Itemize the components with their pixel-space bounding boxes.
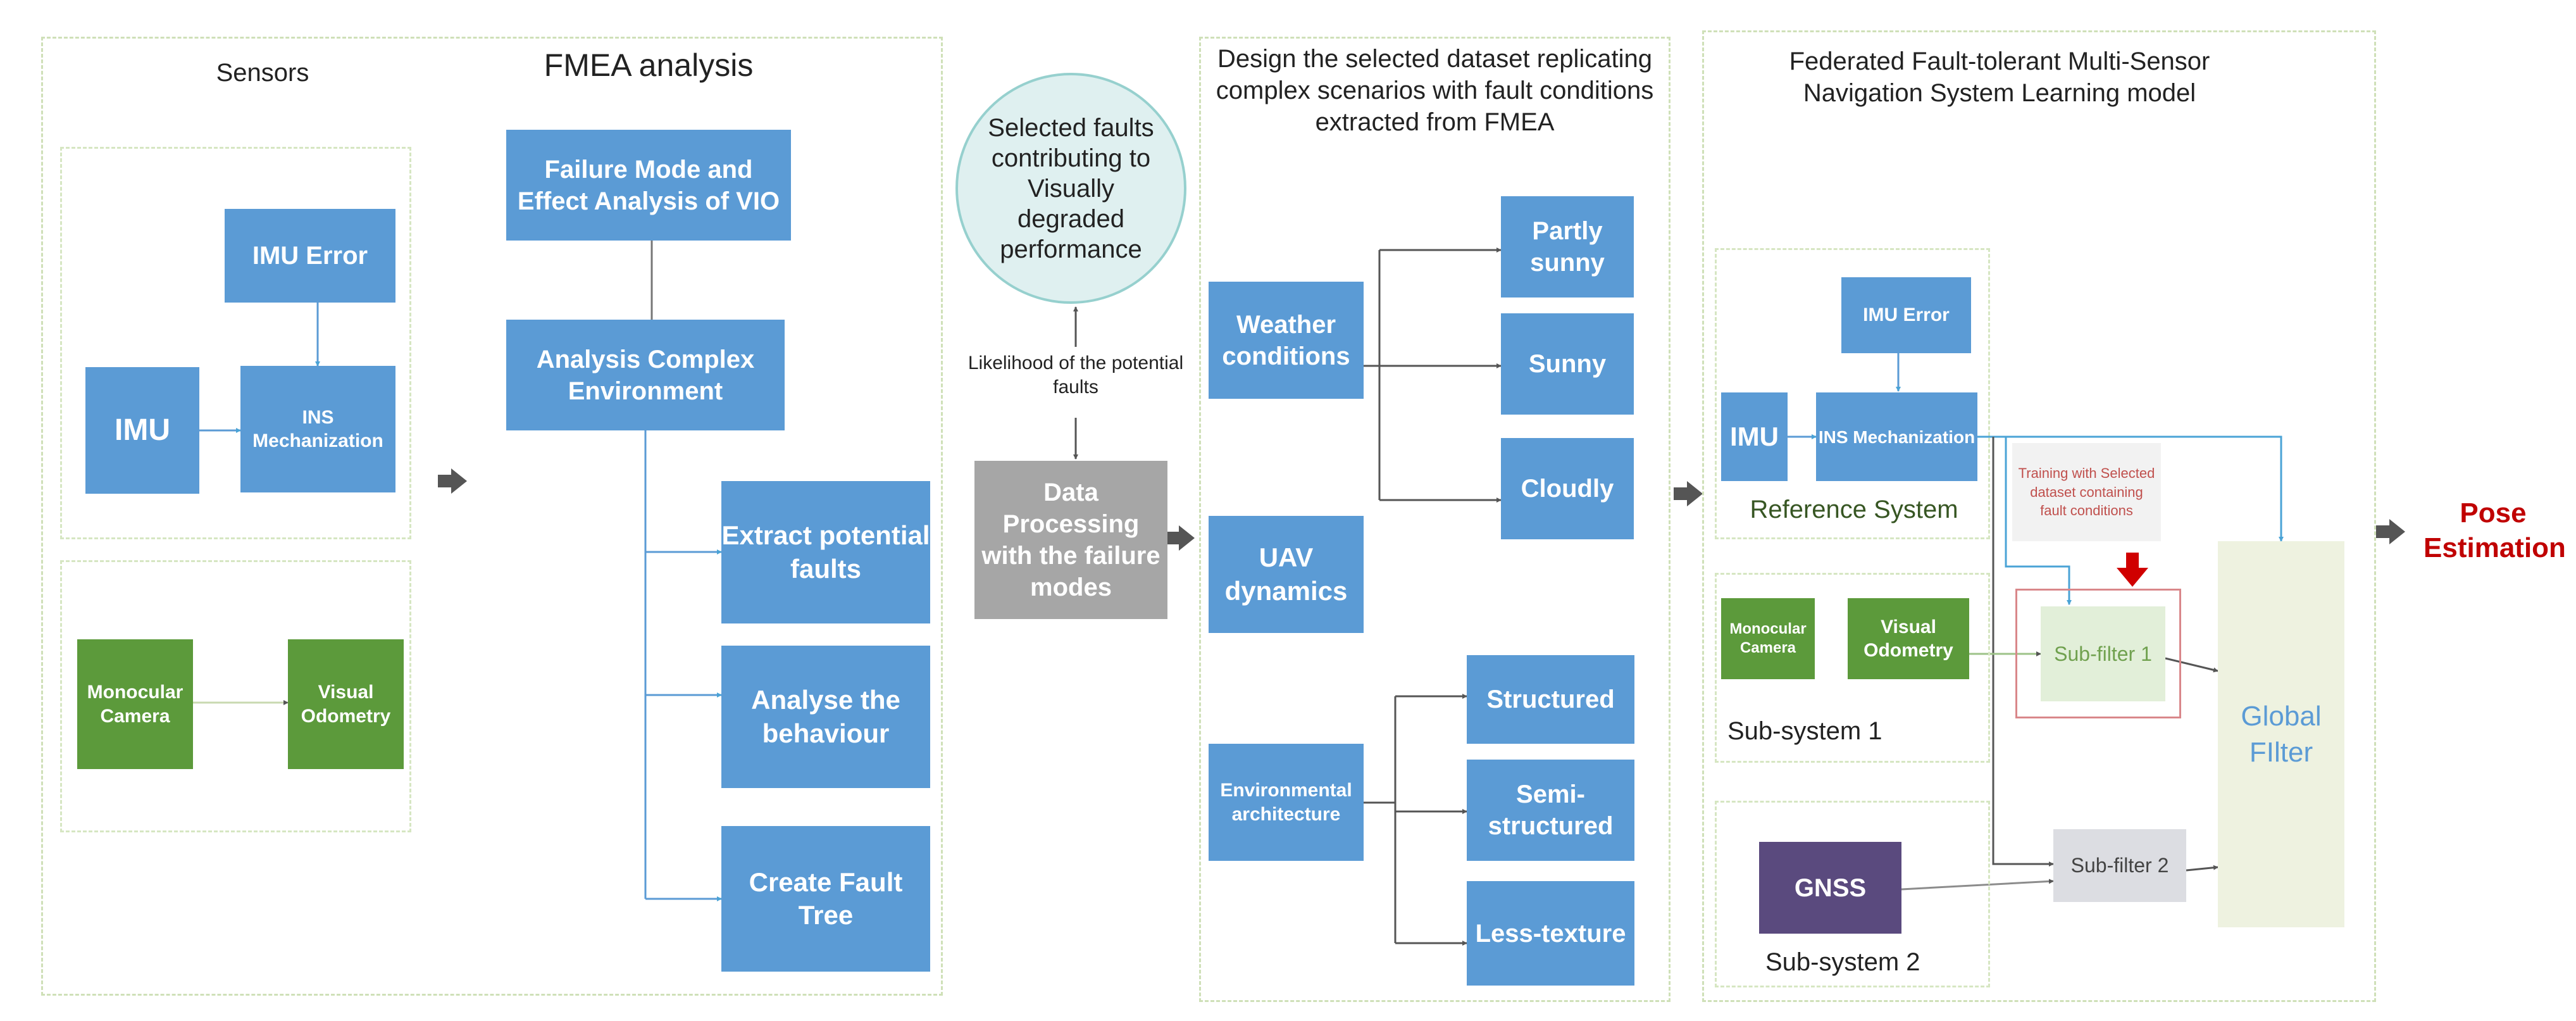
- uav-dynamics-box: UAV dynamics: [1209, 516, 1364, 633]
- reference-system-panel: [1715, 248, 1990, 539]
- partly-sunny-box: Partly sunny: [1501, 196, 1634, 298]
- dataset-title: Design the selected dataset replicating …: [1216, 45, 1654, 136]
- connector-ins-to-sub-filter-1: [2005, 437, 2072, 605]
- selected-faults-circle: Selected faults contributing to Visually…: [955, 73, 1186, 304]
- reference-system-label: Reference System: [1750, 496, 1958, 523]
- analysis-environment-box: Analysis Complex Environment: [506, 320, 785, 430]
- sub-filter-1-box: Sub-filter 1: [2041, 606, 2165, 701]
- federated-title: Federated Fault-tolerant Multi-Sensor Na…: [1789, 47, 2210, 107]
- connector-ins-to-sub-filter-2: [1992, 437, 2054, 867]
- less-texture-box: Less-texture: [1467, 881, 1634, 986]
- sub-filter-2-label: Sub-filter 2: [2070, 854, 2169, 877]
- sub-system-1-panel: [1715, 573, 1990, 763]
- stage-arrow-3: [1674, 481, 1703, 506]
- sub-filter-1-label: Sub-filter 1: [2054, 642, 2152, 665]
- pose-estimation-label: Pose Estimation: [2424, 498, 2566, 563]
- structured-box: Structured: [1467, 655, 1634, 744]
- monocular-camera-box: Monocular Camera: [77, 639, 193, 769]
- fed-visual-odometry-box: Visual Odometry: [1848, 598, 1969, 679]
- global-filter-label: Global FIlter: [2241, 700, 2322, 768]
- extract-faults-box: Extract potential faults: [721, 481, 930, 623]
- fmea-title: FMEA analysis: [544, 47, 754, 83]
- cloudly-box: Cloudly: [1501, 438, 1634, 539]
- sub-filter-1-highlight: [2015, 589, 2181, 718]
- weather-conditions-box: Weather conditions: [1209, 282, 1364, 399]
- dataset-panel: [1199, 37, 1671, 1002]
- stage-arrow-1: [438, 468, 467, 494]
- likelihood-label: Likelihood of the potential faults: [968, 353, 1184, 398]
- semi-structured-box: Semi-structured: [1467, 760, 1634, 861]
- fed-imu-box: IMU: [1721, 392, 1788, 481]
- sub-system-2-panel: [1715, 801, 1990, 987]
- stage-arrow-4: [2376, 519, 2405, 544]
- training-arrow: [2117, 553, 2148, 587]
- fed-imu-error-box: IMU Error: [1841, 277, 1971, 353]
- sensors-fmea-panel: [41, 37, 943, 996]
- ins-mechanization-box: INS Mechanization: [240, 366, 395, 492]
- environmental-architecture-box: Environmental architecture: [1209, 744, 1364, 861]
- imu-error-box: IMU Error: [225, 209, 395, 303]
- sub-system-1-label: Sub-system 1: [1727, 717, 1882, 745]
- sub-system-2-label: Sub-system 2: [1765, 948, 1920, 976]
- analyse-behaviour-box: Analyse the behaviour: [721, 646, 930, 788]
- fed-monocular-camera-box: Monocular Camera: [1721, 598, 1815, 679]
- connector-ins-to-global: [1977, 435, 2284, 542]
- data-processing-box: Data Processing with the failure modes: [974, 461, 1167, 619]
- camera-subsystem-panel: [60, 560, 411, 832]
- fed-ins-mechanization-box: INS Mechanization: [1816, 392, 1977, 481]
- connector-gnss-to-sub-filter-2: [1901, 879, 2054, 891]
- federated-panel: [1702, 30, 2376, 1002]
- sensors-title: Sensors: [216, 59, 309, 87]
- gnss-box: GNSS: [1759, 842, 1901, 934]
- connector-sub-filter-1-to-global: [2165, 657, 2218, 673]
- training-note-text: Training with Selected dataset containin…: [2018, 465, 2155, 519]
- imu-subsystem-panel: [60, 147, 411, 539]
- connector-sub-filter-2-to-global: [2186, 865, 2218, 872]
- sub-filter-2-box: Sub-filter 2: [2053, 829, 2186, 902]
- imu-box: IMU: [85, 367, 199, 494]
- fault-tree-box: Create Fault Tree: [721, 826, 930, 972]
- stage-arrow-2: [1166, 525, 1195, 551]
- global-filter-box: Global FIlter: [2218, 541, 2344, 927]
- training-note: Training with Selected dataset containin…: [2012, 443, 2161, 541]
- failure-mode-box: Failure Mode and Effect Analysis of VIO: [506, 130, 791, 241]
- sunny-box: Sunny: [1501, 313, 1634, 415]
- visual-odometry-box: Visual Odometry: [288, 639, 404, 769]
- selected-faults-text: Selected faults contributing to Visually…: [988, 113, 1154, 263]
